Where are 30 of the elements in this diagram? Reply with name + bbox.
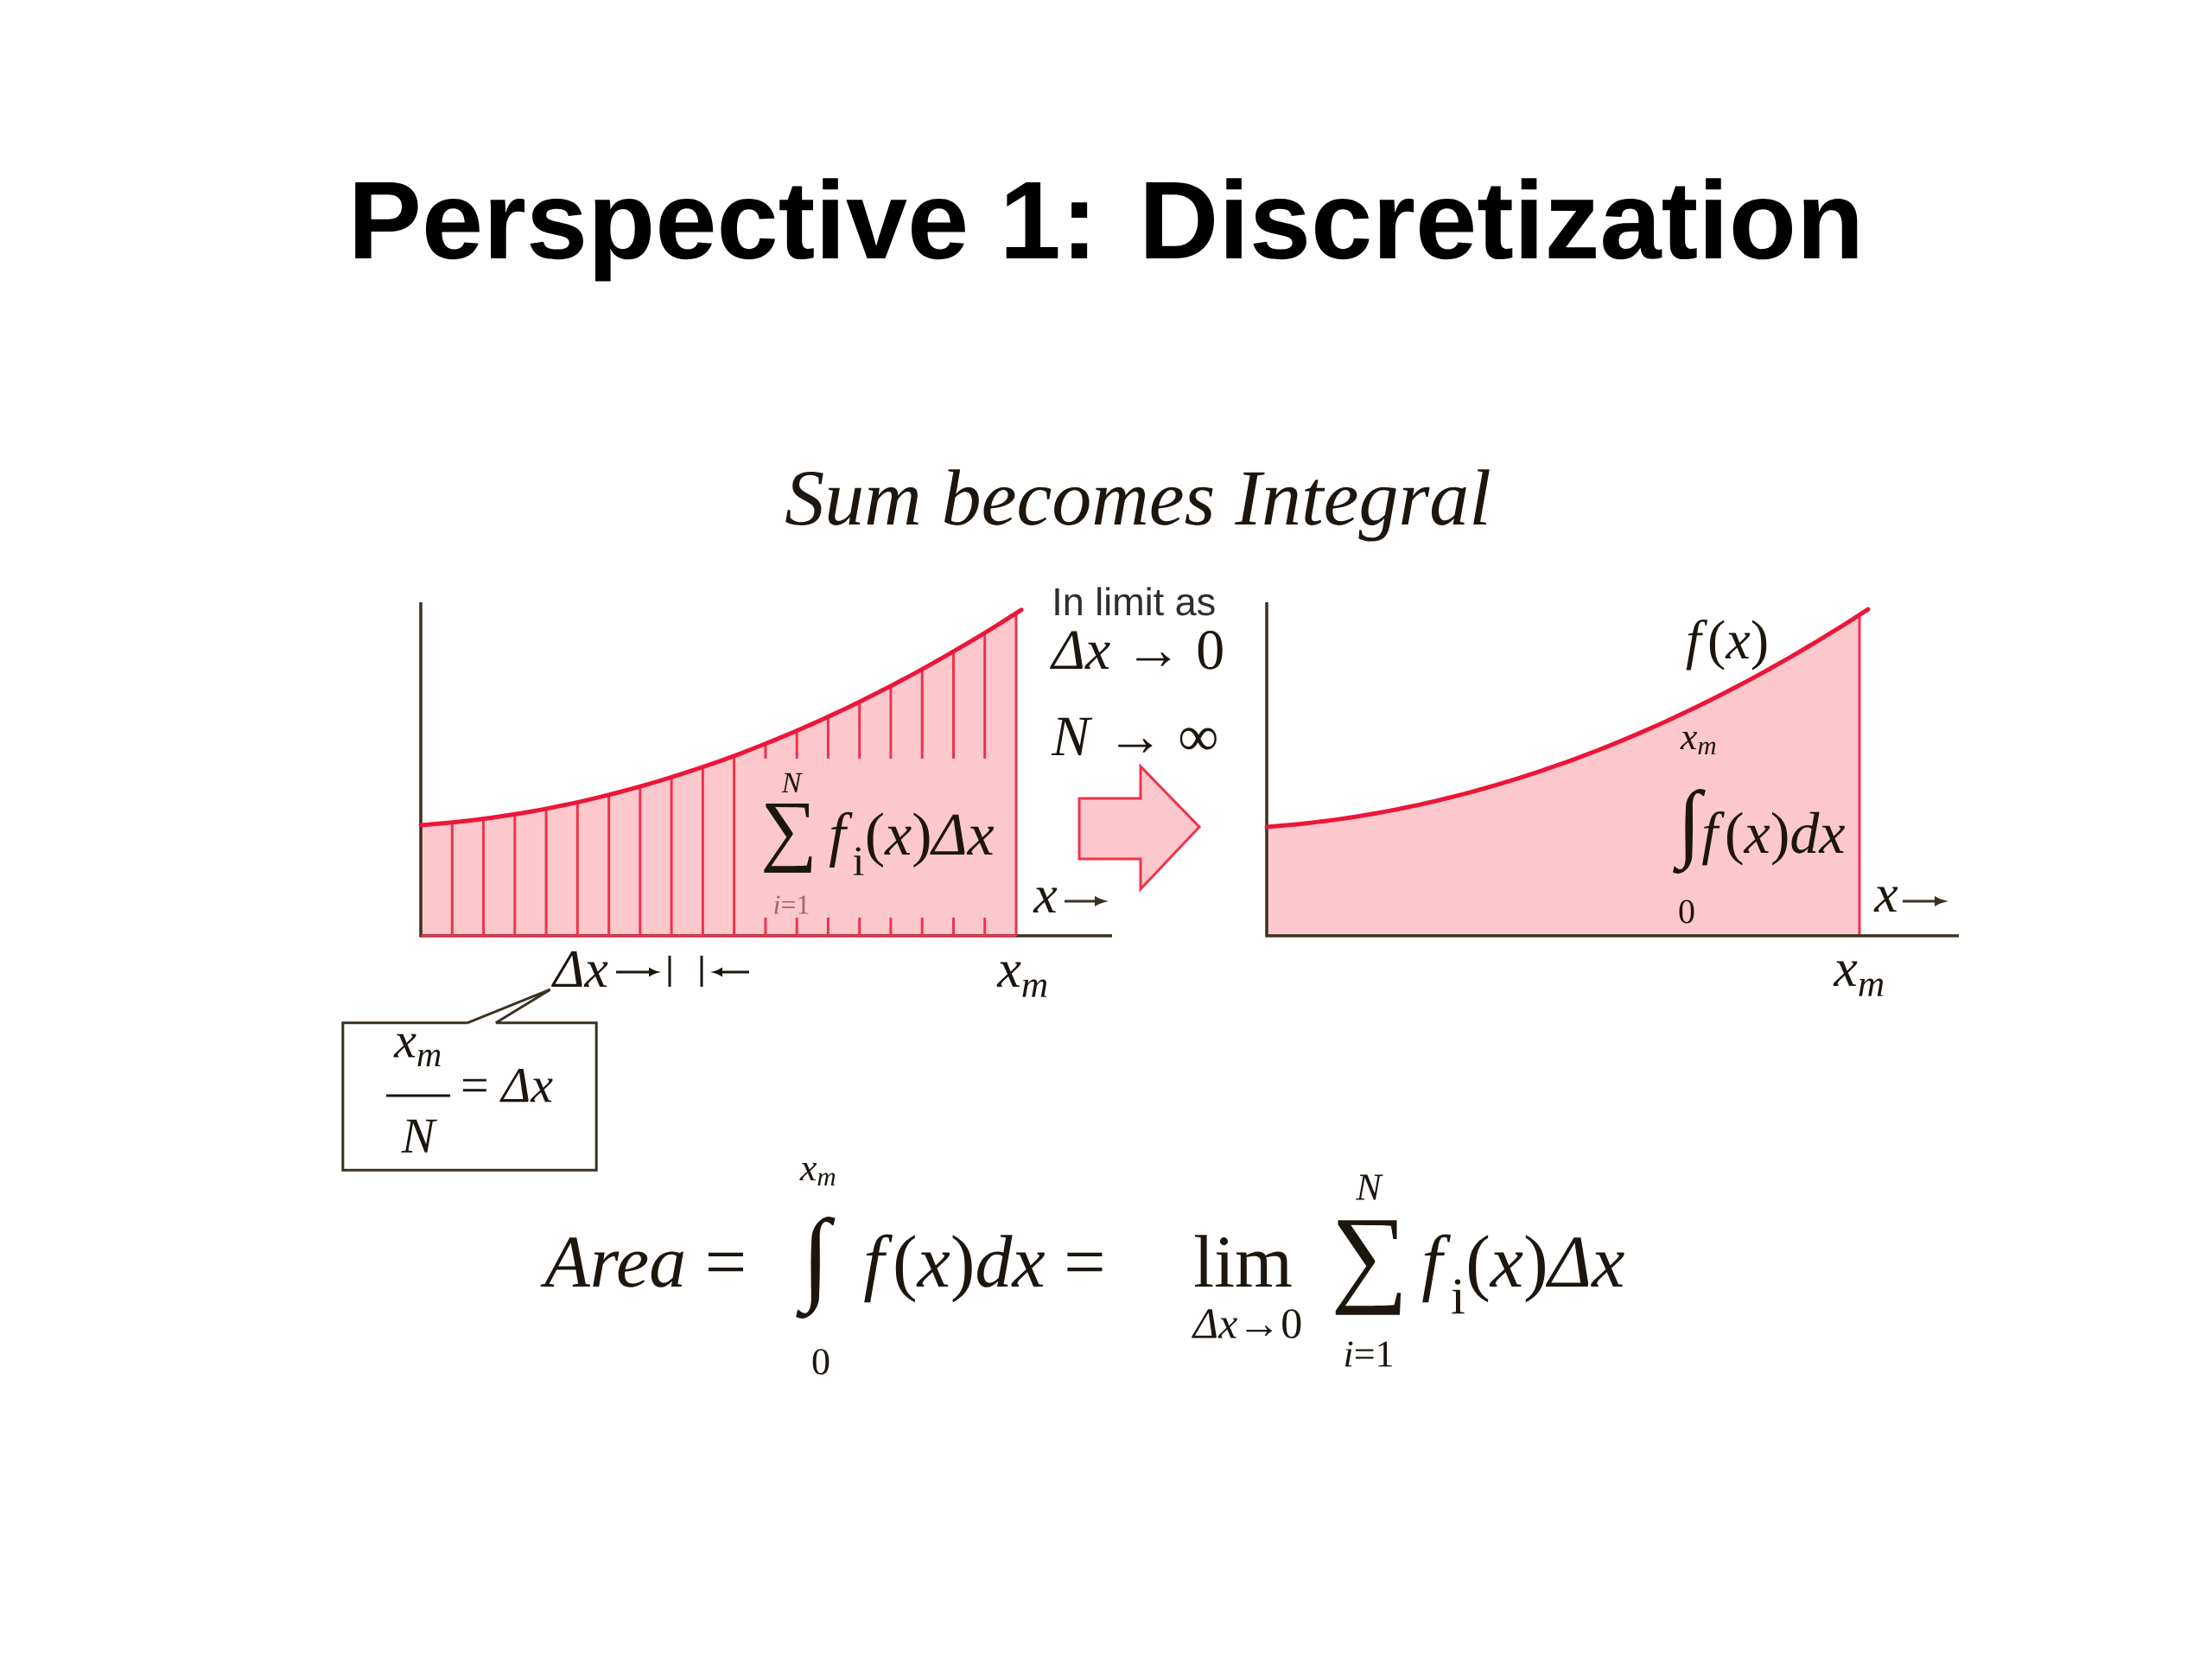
summation-limit: i=1 xyxy=(1344,1341,1392,1367)
axis-label: x$_{m}$ xyxy=(996,962,1047,997)
summation-limit: N xyxy=(781,772,803,793)
integral-sign: ∫ xyxy=(796,1217,836,1319)
summation-limit: i=1 xyxy=(774,895,809,914)
callout-box: x$_{m}$ N = Δx xyxy=(341,1021,598,1172)
summation-limit: N xyxy=(1356,1174,1383,1200)
formula: f(x)dx = xyxy=(864,1234,1103,1303)
integral-limit: x$_{m}$ xyxy=(1680,731,1716,755)
formula: f$_{i}$(x)Δx xyxy=(830,811,995,875)
leader-line xyxy=(466,988,552,1025)
note: In limit as xyxy=(1055,587,1215,616)
limit-subscript: Δx→0 xyxy=(1192,1309,1301,1338)
integral-limit: x$_{m}$ xyxy=(799,1162,836,1186)
integral-limit: 0 xyxy=(1679,899,1694,924)
formula: Area = xyxy=(540,1237,743,1287)
axis-label: x xyxy=(1033,887,1058,912)
limit-condition: Δx → 0 xyxy=(1050,631,1223,670)
axis-label: x xyxy=(1873,887,1898,912)
limit-operator: lim xyxy=(1194,1235,1292,1287)
summation-sign: ∑ xyxy=(764,804,812,873)
dimension-label: Δx xyxy=(551,951,608,987)
subtitle: Sum becomes Integral xyxy=(785,469,1490,542)
limit-condition: N → ∞ xyxy=(1051,717,1217,755)
title: Perspective 1: Discretization xyxy=(355,178,1858,282)
summation-sign: ∑ xyxy=(1335,1220,1402,1315)
axis-label: x$_{m}$ xyxy=(1833,961,1884,996)
integral-limit: 0 xyxy=(812,1349,830,1375)
curve-label: f(x) xyxy=(1686,619,1767,671)
formula: f$_{i}$(x)Δx xyxy=(1422,1234,1624,1314)
